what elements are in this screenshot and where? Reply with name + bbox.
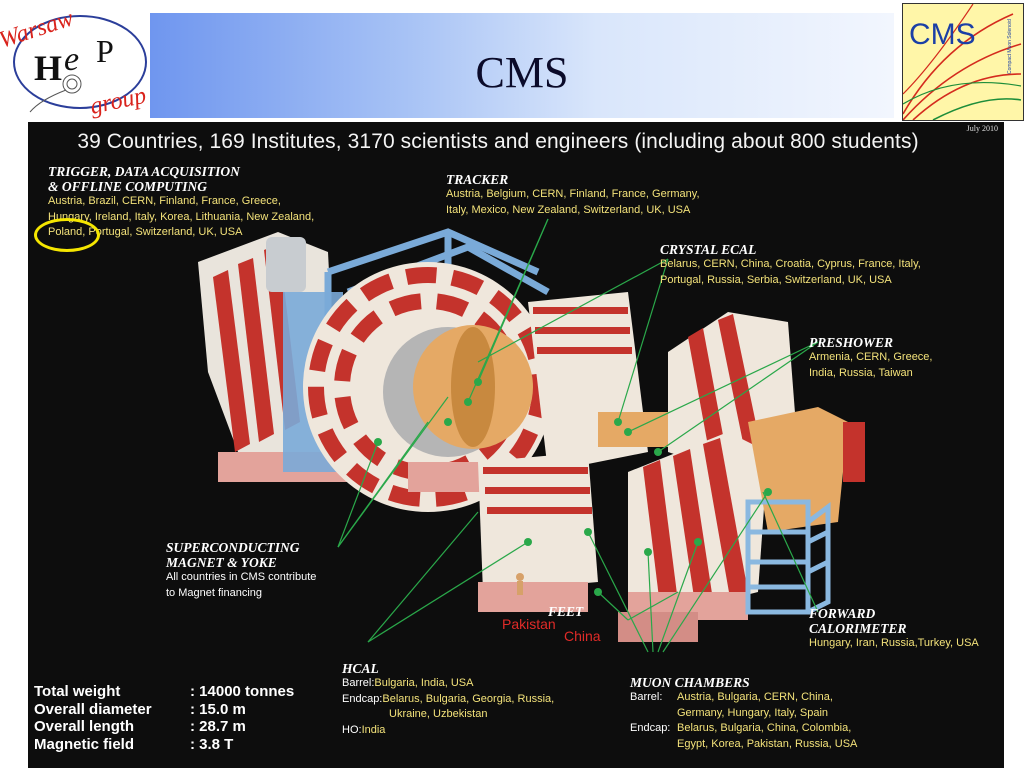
magnet-yoke-block: SUPERCONDUCTING MAGNET & YOKE All countr…	[166, 540, 316, 601]
muon-heading: MUON CHAMBERS	[630, 675, 750, 690]
magnet-heading-2: MAGNET & YOKE	[166, 555, 277, 570]
forward-countries: Hungary, Iran, Russia,Turkey, USA	[809, 637, 979, 649]
forward-heading-2: CALORIMETER	[809, 621, 907, 636]
preshower-countries-1: Armenia, CERN, Greece,	[809, 351, 933, 363]
muon-endcap-label: Endcap:	[630, 722, 671, 734]
muon-chambers-block: MUON CHAMBERS Barrel: Austria, Bulgaria,…	[630, 675, 857, 752]
forward-calorimeter-block: FORWARD CALORIMETER Hungary, Iran, Russi…	[809, 606, 979, 652]
stat-value: : 28.7 m	[190, 718, 246, 735]
feet-heading: FEET	[548, 604, 584, 619]
warsaw-hep-logo: Warsaw H e P group	[0, 0, 152, 122]
preshower-heading: PRESHOWER	[809, 335, 894, 350]
magnet-text-2: to Magnet financing	[166, 586, 263, 599]
stat-row: Overall length : 28.7 m	[34, 718, 294, 736]
hcal-endcap-label: Endcap:	[342, 692, 383, 705]
cms-logo-text: CMS	[909, 18, 976, 51]
hcal-endcap-countries-1: Belarus, Bulgaria, Georgia, Russia,	[382, 692, 555, 705]
title-bar: CMS	[150, 13, 894, 118]
muon-barrel-countries-1: Austria, Bulgaria, CERN, China,	[677, 691, 833, 703]
feet-block: FEET	[548, 604, 583, 619]
logo-letter-e: e	[64, 41, 79, 78]
crystal-ecal-block: CRYSTAL ECAL Belarus, CERN, China, Croat…	[660, 242, 921, 288]
ecal-heading: CRYSTAL ECAL	[660, 242, 757, 257]
tracker-heading: TRACKER	[446, 172, 509, 187]
muon-barrel-label: Barrel:	[630, 691, 663, 703]
poland-highlight-ring	[34, 218, 100, 252]
magnet-heading-1: SUPERCONDUCTING	[166, 540, 300, 555]
hcal-endcap-countries-2: Ukraine, Uzbekistan	[389, 708, 488, 720]
poster-headline: 39 Countries, 169 Institutes, 3170 scien…	[77, 130, 919, 153]
detector-stats: Total weight : 14000 tonnes Overall diam…	[34, 683, 294, 753]
stat-value: : 14000 tonnes	[190, 683, 295, 700]
cms-detector-illustration	[198, 218, 865, 653]
muon-endcap-countries-2: Egypt, Korea, Pakistan, Russia, USA	[677, 737, 858, 750]
poster-date: July 2010	[966, 124, 998, 133]
ecal-countries-1: Belarus, CERN, China, Croatia, Cyprus, F…	[660, 258, 921, 270]
tracker-countries-1: Austria, Belgium, CERN, Finland, France,…	[446, 188, 700, 200]
hcal-heading: HCAL	[342, 661, 379, 676]
stat-label: Magnetic field	[34, 735, 135, 753]
muon-barrel-countries-2: Germany, Hungary, Italy, Spain	[677, 706, 829, 719]
stat-row: Magnetic field : 3.8 T	[34, 736, 294, 754]
logo-letter-p: P	[96, 33, 114, 69]
hcal-barrel-label: Barrel:	[342, 677, 375, 689]
trigger-daq-block: TRIGGER, DATA ACQUISITION & OFFLINE COMP…	[48, 164, 314, 241]
ecal-countries-2: Portugal, Russia, Serbia, Switzerland, U…	[660, 273, 892, 286]
trigger-countries-2: Hungary, Ireland, Italy, Korea, Lithuani…	[48, 210, 315, 223]
logo-letter-h: H	[34, 48, 62, 88]
cms-logo: CMS Compact Muon Solenoid	[902, 3, 1024, 121]
stat-label: Total weight	[34, 683, 121, 700]
feet-pakistan-label: Pakistan	[502, 616, 556, 632]
stat-label: Overall length	[34, 718, 135, 735]
stat-value: : 15.0 m	[190, 700, 246, 718]
hcal-ho-countries: India	[361, 723, 386, 736]
trigger-heading-2: & OFFLINE COMPUTING	[48, 179, 208, 194]
stat-row: Overall diameter : 15.0 m	[34, 701, 294, 719]
page-title: CMS	[475, 48, 569, 97]
hcal-barrel-countries: Bulgaria, India, USA	[374, 677, 474, 689]
tracker-block: TRACKER Austria, Belgium, CERN, Finland,…	[446, 172, 700, 218]
stat-row: Total weight : 14000 tonnes	[34, 683, 294, 701]
tracker-countries-2: Italy, Mexico, New Zealand, Switzerland,…	[446, 203, 691, 216]
stat-label: Overall diameter	[34, 700, 152, 718]
preshower-countries-2: India, Russia, Taiwan	[809, 366, 913, 379]
forward-heading-1: FORWARD	[809, 606, 876, 621]
hcal-ho-label: HO:	[342, 723, 362, 736]
cms-poster: 39 Countries, 169 Institutes, 3170 scien…	[28, 122, 1004, 768]
stat-value: : 3.8 T	[190, 735, 234, 753]
cms-logo-side-text: Compact Muon Solenoid	[1007, 19, 1013, 74]
preshower-block: PRESHOWER Armenia, CERN, Greece, India, …	[809, 335, 932, 381]
muon-endcap-countries-1: Belarus, Bulgaria, China, Colombia,	[677, 722, 852, 734]
magnet-text-1: All countries in CMS contribute	[166, 571, 317, 583]
hcal-block: HCAL Barrel: Bulgaria, India, USA Endcap…	[342, 661, 554, 738]
trigger-countries-1: Austria, Brazil, CERN, Finland, France, …	[48, 195, 281, 207]
trigger-heading-1: TRIGGER, DATA ACQUISITION	[48, 164, 240, 179]
feet-china-label: China	[564, 628, 601, 644]
